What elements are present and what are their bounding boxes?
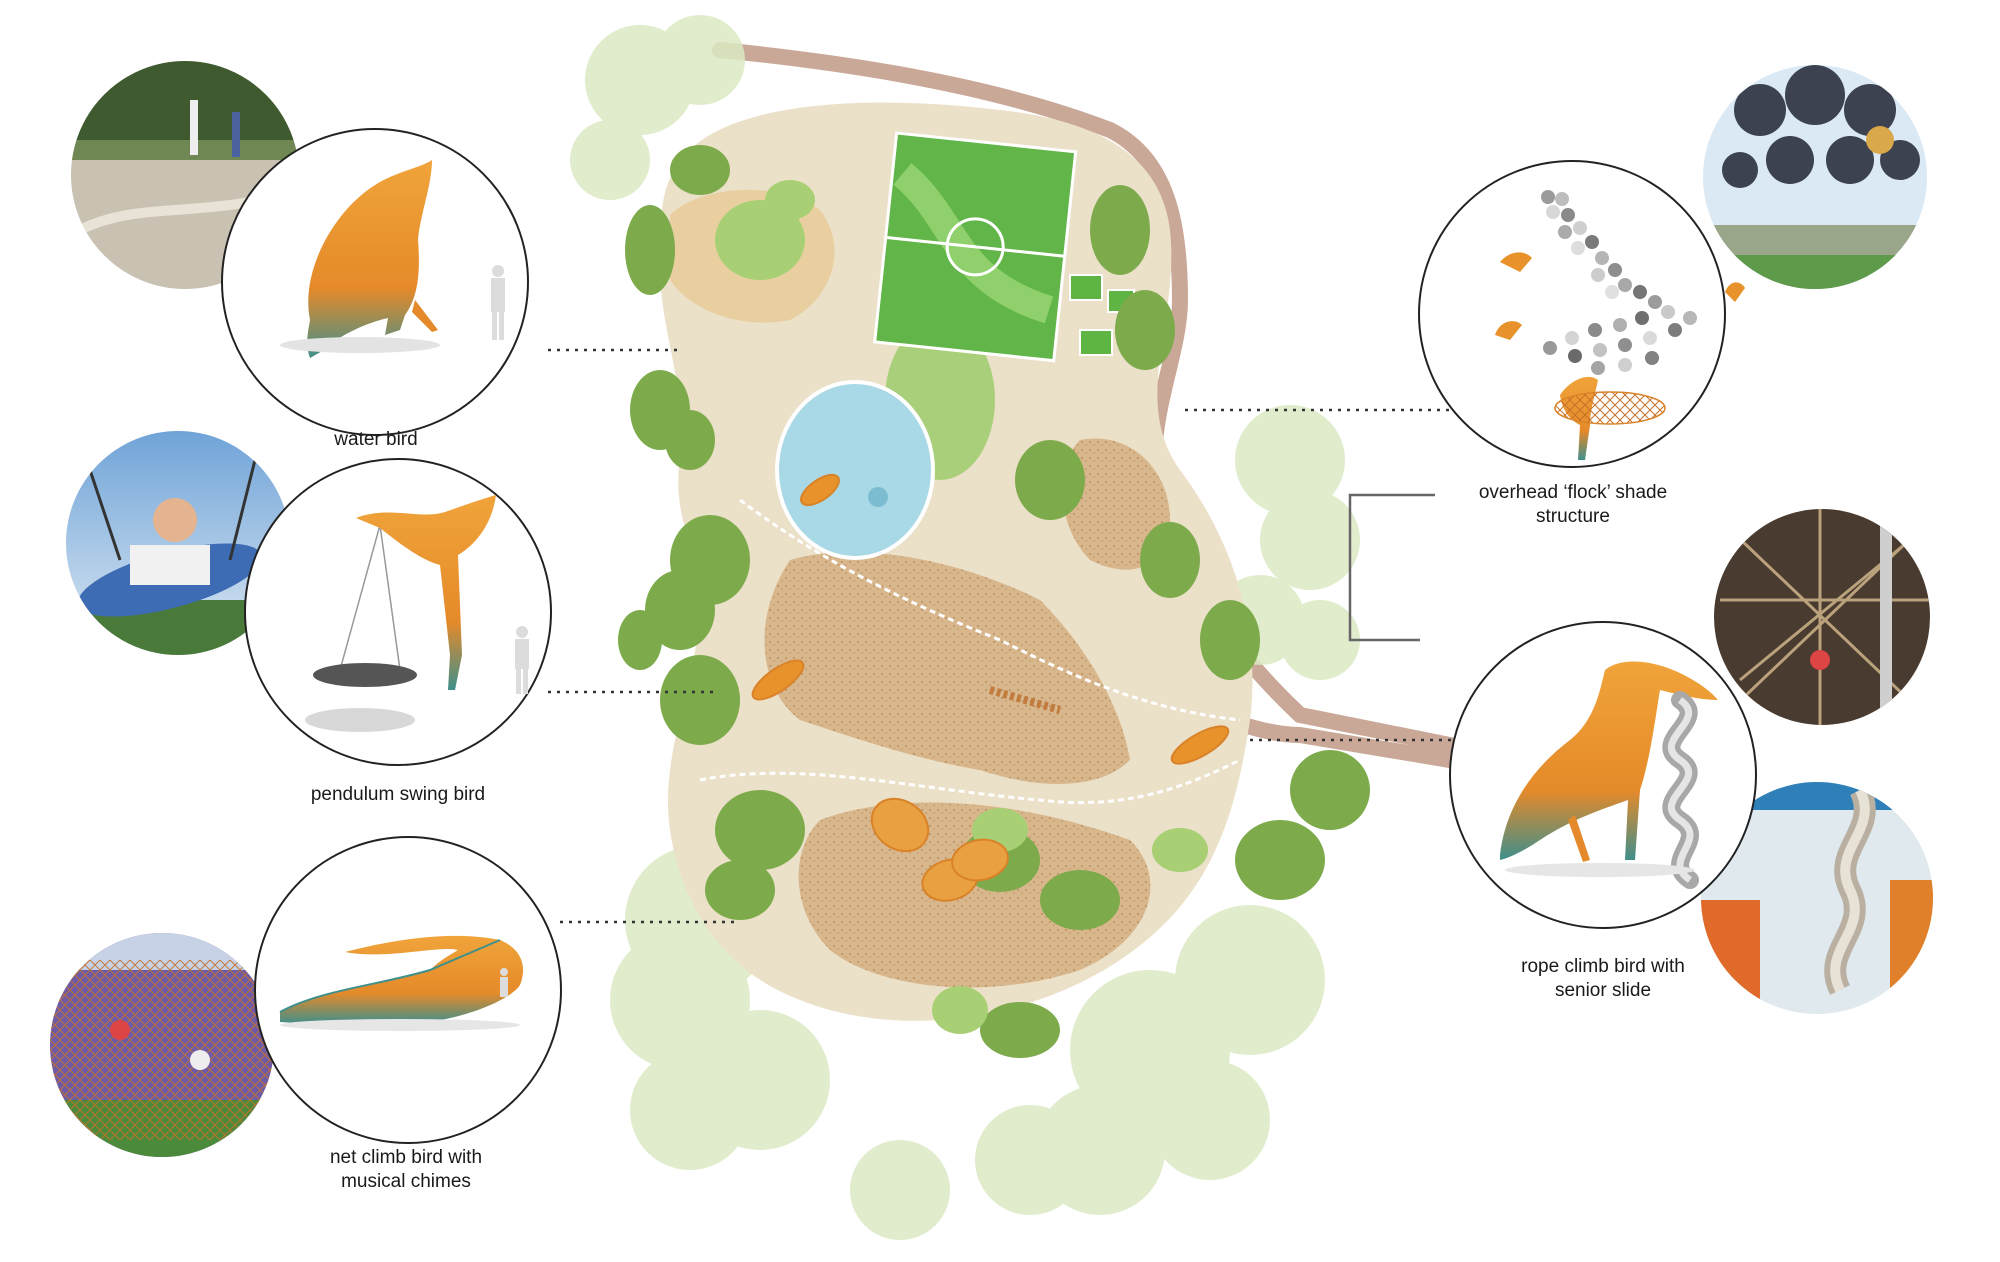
label-flock-shade: overhead ‘flock’ shade structure (1443, 481, 1703, 529)
water-bird-sculpture (307, 160, 432, 358)
render-pendulum-swing-bird (244, 458, 552, 766)
label-water-bird: water bird (334, 429, 418, 450)
render-water-bird (221, 128, 529, 436)
water-play-area (775, 380, 935, 560)
mulch-area-center (764, 552, 1130, 784)
boundary-path (712, 42, 1458, 770)
label-net-climb-line1: net climb bird with (329, 1147, 483, 1168)
sports-court (873, 131, 1078, 363)
photo-rope-climb (1714, 509, 1930, 725)
label-rope-climb-bird: rope climb bird with senior slide (1473, 955, 1733, 1003)
label-rope-climb-line1: rope climb bird with (1521, 956, 1685, 977)
plan-bird-structures (751, 473, 1230, 902)
swing-bird-sculpture (356, 495, 496, 690)
mulch-area-east (1061, 438, 1170, 570)
render-rope-climb-bird (1449, 621, 1757, 929)
shade-disc-field (1541, 190, 1697, 375)
net-climb-bird-sculpture (280, 935, 524, 1025)
shade-bracket (1348, 493, 1435, 642)
site-plan (570, 15, 1458, 1240)
leader-lines (548, 348, 1478, 924)
label-rope-climb-line2: senior slide (1554, 980, 1652, 1001)
photo-net-climb (50, 933, 274, 1157)
render-net-climb-bird (254, 836, 562, 1144)
human-figure (491, 265, 505, 340)
label-flock-shade-line1: overhead ‘flock’ shade (1478, 482, 1668, 503)
label-net-climb-bird: net climb bird with musical chimes (276, 1146, 536, 1194)
label-pendulum-swing-bird: pendulum swing bird (310, 784, 486, 805)
render-flock-shade (1418, 160, 1745, 468)
label-net-climb-line2: musical chimes (341, 1171, 471, 1192)
tree-clusters (618, 145, 1370, 1058)
mulch-area-south (798, 802, 1151, 988)
photo-shade-canopy (1703, 65, 1927, 289)
rope-climb-bird-sculpture (1500, 661, 1718, 860)
label-flock-shade-line2: structure (1536, 506, 1610, 527)
